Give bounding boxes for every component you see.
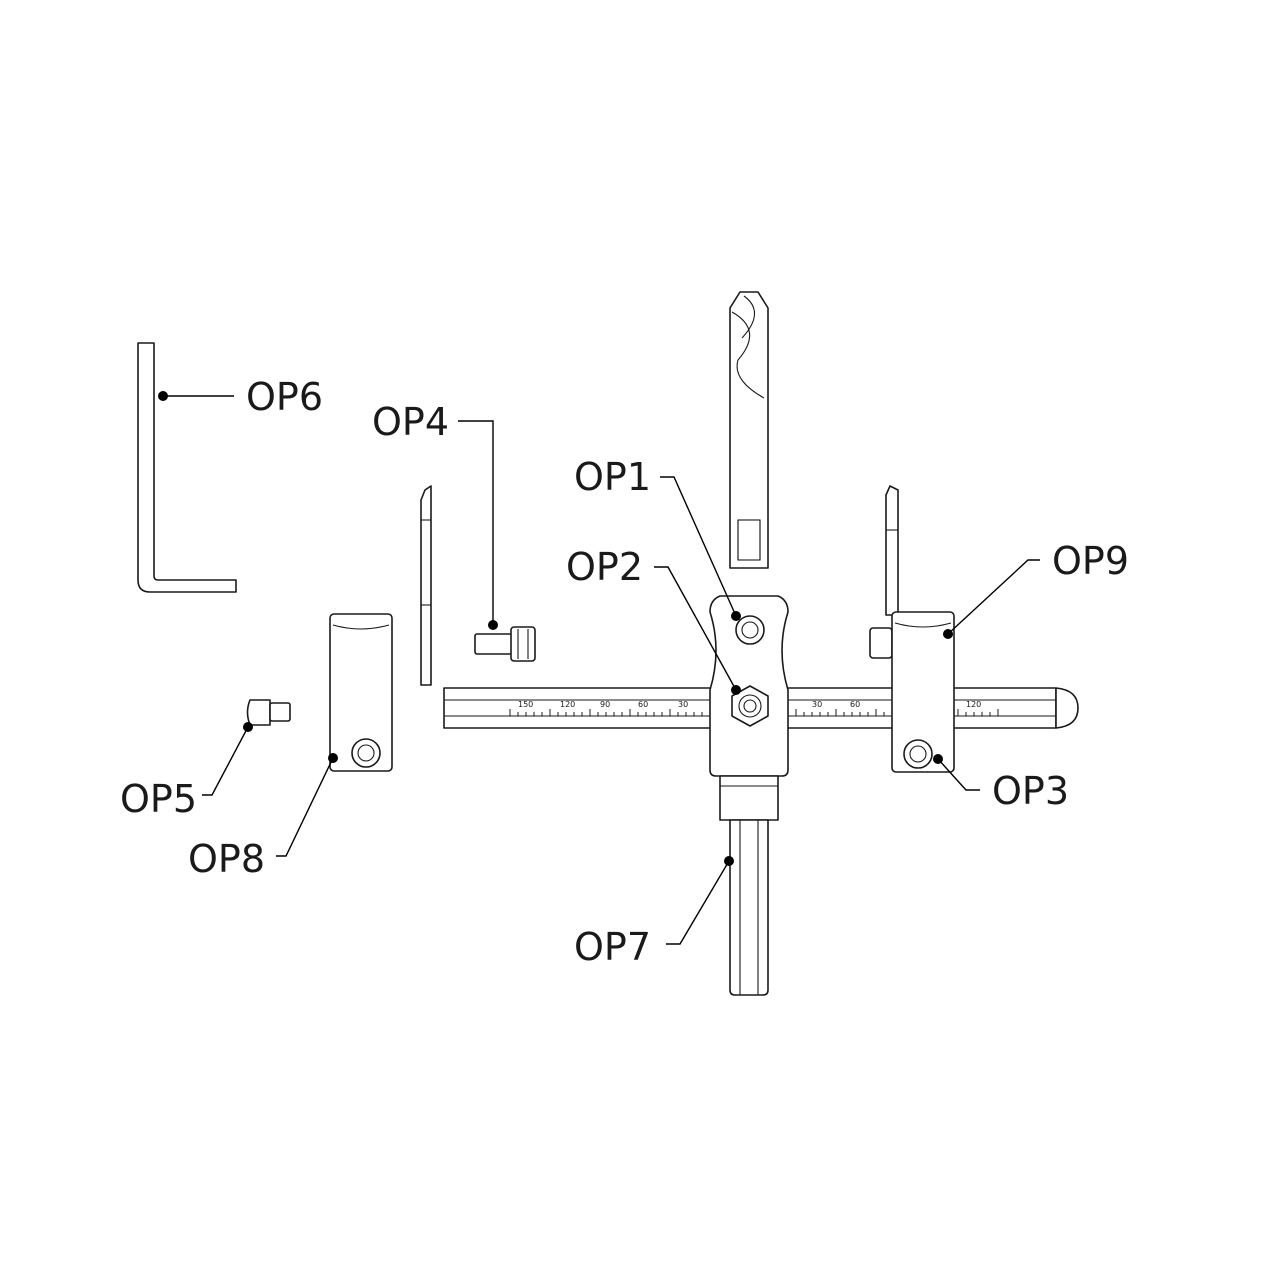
scale-mark: 60 <box>850 700 860 709</box>
callout-op4: OP4 <box>372 400 449 444</box>
callout-labels: OP6 OP4 OP1 OP2 OP9 OP3 OP5 OP8 OP7 <box>120 375 1129 969</box>
scale-mark: 60 <box>638 700 648 709</box>
hex-key <box>137 342 237 593</box>
cap-screw <box>474 626 536 662</box>
scale-mark: 150 <box>518 700 533 709</box>
scale-mark: 30 <box>812 700 822 709</box>
left-cutter-blade <box>420 485 432 686</box>
small-bolt <box>246 699 291 726</box>
left-holder-block <box>329 613 393 772</box>
callout-op6: OP6 <box>246 375 323 419</box>
pilot-drill-bit <box>729 291 769 569</box>
hex-shank <box>729 819 769 996</box>
callout-op1: OP1 <box>574 455 651 499</box>
callout-op5: OP5 <box>120 777 197 821</box>
callout-op9: OP9 <box>1052 539 1129 583</box>
callout-op7: OP7 <box>574 925 651 969</box>
callout-op8: OP8 <box>188 837 265 881</box>
scale-mark: 30 <box>678 700 688 709</box>
callout-op3: OP3 <box>992 769 1069 813</box>
callout-op2: OP2 <box>566 545 643 589</box>
right-cutter-blade <box>885 485 899 616</box>
right-holder-block <box>869 611 955 773</box>
scale-mark: 120 <box>560 700 575 709</box>
center-hub <box>709 595 789 821</box>
scale-mark: 90 <box>600 700 610 709</box>
scale-mark: 120 <box>966 700 981 709</box>
leader-lines <box>158 391 1040 945</box>
scale-ticks <box>509 709 999 716</box>
